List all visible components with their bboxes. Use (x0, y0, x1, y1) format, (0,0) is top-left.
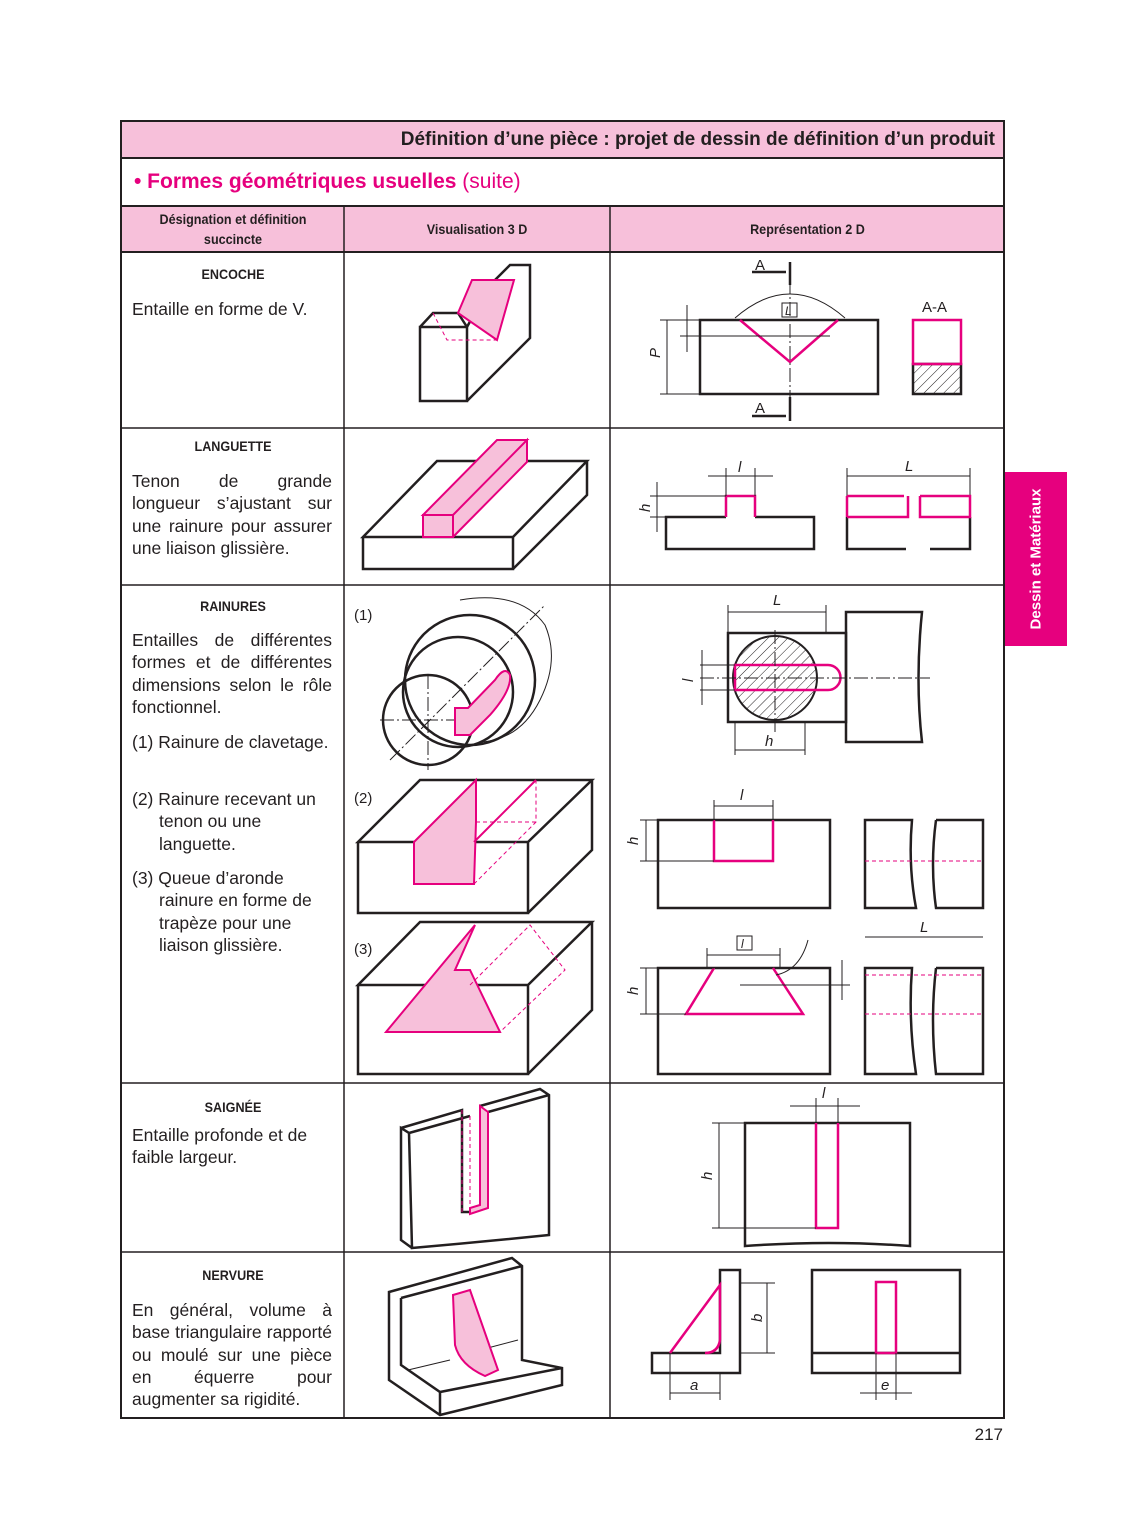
label-h: h (637, 504, 654, 512)
rainure-3-3d (355, 920, 596, 1076)
row-title-rainures: RAINURES (200, 598, 266, 614)
column-header-row (120, 205, 1005, 253)
rainure-2-2d: l h L (625, 787, 985, 938)
nervure-2d: a b e (650, 1268, 962, 1400)
label-l-small: l (738, 459, 742, 476)
column-header-3d: Visualisation 3 D (426, 221, 528, 237)
marker-2: (2) (354, 790, 372, 807)
row-title-saignee: SAIGNÉE (204, 1099, 262, 1115)
label-l-rainure1: L (773, 592, 781, 609)
rainure-item-2: (2) Rainure recevant un tenon ou une lan… (132, 789, 316, 854)
rainure-3-2d: l h (625, 935, 985, 1076)
encoche-3d (418, 263, 532, 403)
page-title: Définition d’une pièce : projet de dessi… (120, 120, 1005, 159)
label-b: b (749, 1314, 766, 1322)
page-number: 217 (974, 1425, 1003, 1444)
saignee-3d (399, 1087, 551, 1250)
row-title-nervure: NERVURE (202, 1267, 264, 1283)
label-p: P (647, 348, 664, 358)
label-l-large-rainure2: L (920, 919, 928, 936)
section-title-main: • Formes géométriques usuelles (134, 170, 457, 193)
label-l-rainure2: l (740, 787, 744, 804)
section-title: • Formes géométriques usuelles (suite) (120, 158, 1005, 206)
label-l: L (785, 304, 792, 318)
label-section-aa: A-A (922, 299, 947, 316)
rainure-1-2d: L l h (680, 592, 930, 755)
nervure-3d (387, 1256, 564, 1417)
languette-3d (360, 437, 590, 571)
languette-2d: l h L (637, 458, 972, 551)
rainure-2-3d (354, 777, 596, 915)
saignee-2d: l h (699, 1085, 912, 1248)
marker-3: (3) (354, 941, 372, 958)
rainure-item-3: (3) Queue d’aronde rainure en forme de t… (132, 868, 312, 955)
row-text-nervure: En général, volume à base triangulaire r… (132, 1300, 332, 1410)
label-e: e (881, 1377, 889, 1394)
column-header-designation: Désignation et définition succincte (159, 211, 307, 247)
label-a-top: A (755, 257, 765, 274)
section-title-suffix: (suite) (456, 170, 521, 193)
row-text-rainures: Entailles de différentes formes et de di… (132, 630, 332, 717)
label-h-rainure1: h (765, 733, 773, 750)
label-h-rainure2: h (625, 837, 642, 845)
table-body (120, 252, 1005, 1419)
label-a: a (690, 1377, 698, 1394)
label-h-saignee: h (699, 1172, 716, 1180)
side-tab[interactable]: Dessin et Matériaux (1005, 472, 1067, 646)
row-title-languette: LANGUETTE (194, 438, 272, 454)
label-h-rainure3: h (625, 987, 642, 995)
encoche-2d: A A L P A-A (647, 257, 963, 421)
row-text-encoche: Entaille en forme de V. (132, 299, 308, 319)
label-a-bottom: A (755, 400, 765, 417)
label-l-rainure3: l (741, 937, 744, 951)
row-text-saignee: Entaille profonde et de faible largeur. (132, 1125, 308, 1168)
column-header-2d: Représentation 2 D (750, 221, 865, 237)
label-l-large: L (905, 458, 913, 475)
marker-1: (1) (354, 607, 372, 624)
label-l-small-rainure1: l (680, 678, 697, 682)
row-text-languette: Tenon de grande longueur s’ajustant sur … (132, 471, 332, 558)
label-l-saignee: l (822, 1085, 826, 1102)
row-title-encoche: ENCOCHE (201, 266, 265, 282)
rainure-1-3d (380, 597, 552, 770)
rainure-item-1: (1) Rainure de clavetage. (132, 732, 329, 752)
grid-lines (120, 205, 1005, 1418)
